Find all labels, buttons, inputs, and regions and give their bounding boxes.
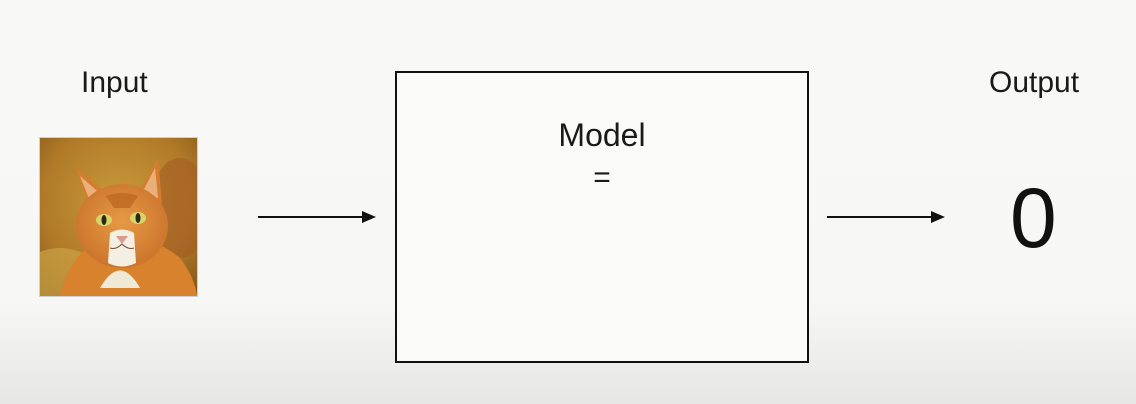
model-equals-sign: =	[593, 161, 611, 194]
input-arrow	[258, 211, 376, 223]
output-label: Output	[989, 66, 1080, 99]
input-label: Input	[81, 66, 148, 99]
output-arrow	[827, 211, 945, 223]
model-title: Model	[558, 117, 646, 153]
model-box: Model =	[395, 71, 809, 363]
output-value: 0	[1010, 171, 1057, 265]
cat-image	[40, 138, 197, 296]
